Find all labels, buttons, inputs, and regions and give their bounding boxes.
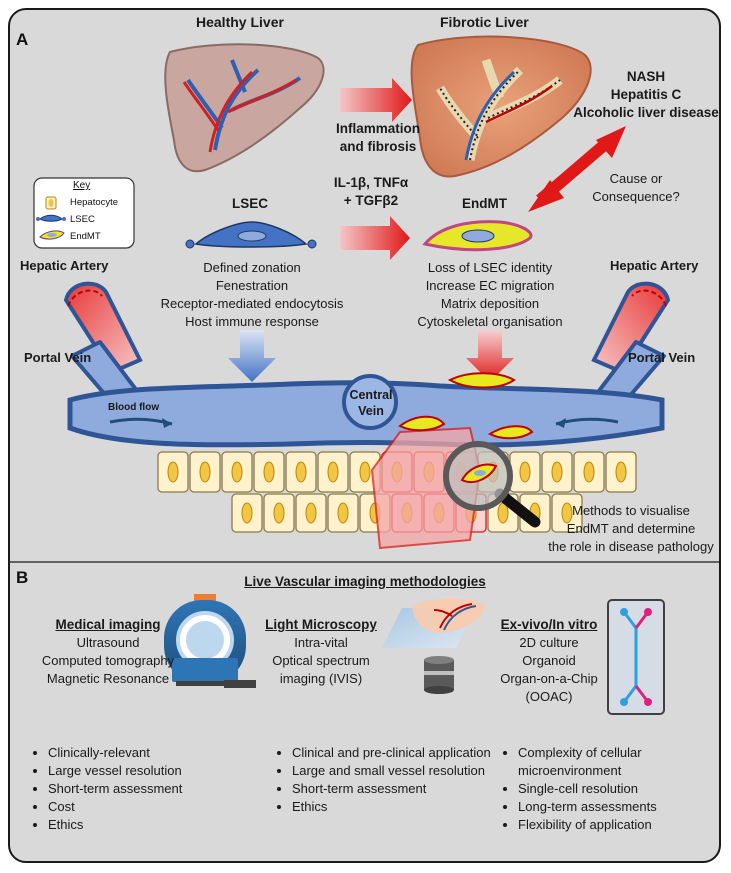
hepatocyte-nucleus [359,461,371,483]
lsec-title: LSEC [232,196,269,211]
fibrotic-liver-illustration [410,35,592,178]
light-microscopy-methods: Intra-vital Optical spectrum imaging (IV… [272,635,370,686]
list-item: Flexibility of application [518,816,731,834]
lsec-down-arrow [228,330,276,382]
section-b-title: Live Vascular imaging methodologies [244,574,486,589]
hepatic-artery-label-right: Hepatic Artery [610,258,699,273]
central-vein-label: Central Vein [349,388,393,418]
cytokine-label: IL-1β, TNFα + TGFβ2 [333,175,409,208]
progression-arrow [340,78,412,122]
hepatocyte-nucleus [167,461,179,483]
medical-imaging-bullets: Clinically-relevant Large vessel resolut… [30,744,238,834]
hepatocyte-nucleus [263,461,275,483]
hepatocyte-nucleus [295,461,307,483]
list-item: Large vessel resolution [48,762,238,780]
hepatocyte-nucleus [241,502,253,524]
hepatocyte-nucleus [327,461,339,483]
list-item: Short-term assessment [292,780,502,798]
endmt-key-icon [39,230,65,240]
hepatocyte-nucleus [337,502,349,524]
hepatocyte-nucleus [583,461,595,483]
endmt-down-arrow [466,330,514,382]
key-title: Key [73,180,91,191]
endmt-title: EndMT [462,196,507,211]
medical-imaging-heading: Medical imaging [55,617,161,632]
hepatocyte-nucleus [615,461,627,483]
key-lsec-label: LSEC [70,214,95,225]
scanner-icon [164,594,256,688]
list-item: Clinically-relevant [48,744,238,762]
hepatocyte-nucleus [551,461,563,483]
cytokine-arrow [340,216,410,260]
key-hepatocyte-label: Hepatocyte [70,197,119,208]
hepatocyte-nucleus [305,502,317,524]
medical-imaging-methods: Ultrasound Computed tomography Magnetic … [41,635,175,686]
lsec-cell-illustration [185,221,317,249]
list-item: Ethics [292,798,502,816]
endmt-features: Loss of LSEC identity Increase EC migrat… [417,260,563,329]
portal-vein-label-left: Portal Vein [24,350,92,365]
key-endmt-label: EndMT [70,231,101,242]
ex-vivo-block: Ex-vivo/In vitro 2D culture Organoid Org… [494,616,604,706]
hepatocyte-nucleus [273,502,285,524]
ex-vivo-bullets: Complexity of cellular microenvironment … [500,744,731,834]
magnifying-glass-icon [443,441,541,528]
hepatocyte-nucleus [561,502,573,524]
list-item: Short-term assessment [48,780,238,798]
fibrotic-liver-label: Fibrotic Liver [440,14,529,30]
lsec-key-icon [36,214,66,222]
key-box [33,177,135,249]
organ-on-chip-icon [607,599,665,715]
ex-vivo-methods: 2D culture Organoid Organ-on-a-Chip (OOA… [500,635,598,704]
lsec-features: Defined zonation Fenestration Receptor-m… [160,260,344,329]
cause-consequence-arrow [528,126,626,212]
disease-list: NASH Hepatitis C Alcoholic liver disease [573,69,719,120]
microscope-icon [382,598,485,694]
list-item: Long-term assessments [518,798,731,816]
hepatocyte-key-icon [45,196,57,210]
light-microscopy-block: Light Microscopy Intra-vital Optical spe… [262,616,380,688]
panel-label-b: B [16,568,29,587]
hepatic-artery-label-left: Hepatic Artery [20,258,109,273]
hepatocyte-nucleus [199,461,211,483]
inflammation-label: Inflammation and fibrosis [335,121,420,154]
panel-label-a: A [16,30,29,49]
light-microscopy-heading: Light Microscopy [265,617,377,632]
list-item: Complexity of cellular microenvironment [518,744,731,780]
cause-consequence-label: Cause or Consequence? [592,171,680,204]
medical-imaging-block: Medical imaging Ultrasound Computed tomo… [38,616,178,688]
methods-note: Methods to visualise EndMT and determine… [548,503,714,554]
healthy-liver-illustration [164,43,325,173]
hepatocyte-nucleus [231,461,243,483]
hepatocyte-nucleus [519,461,531,483]
blood-flow-label: Blood flow [108,402,160,413]
list-item: Large and small vessel resolution [292,762,502,780]
list-item: Cost [48,798,238,816]
list-item: Clinical and pre-clinical application [292,744,502,762]
list-item: Single-cell resolution [518,780,731,798]
healthy-liver-label: Healthy Liver [196,14,284,30]
ex-vivo-heading: Ex-vivo/In vitro [500,617,598,632]
light-microscopy-bullets: Clinical and pre-clinical application La… [274,744,502,816]
endmt-cell-illustration [422,220,533,252]
list-item: Ethics [48,816,238,834]
portal-vein-label-right: Portal Vein [628,350,696,365]
